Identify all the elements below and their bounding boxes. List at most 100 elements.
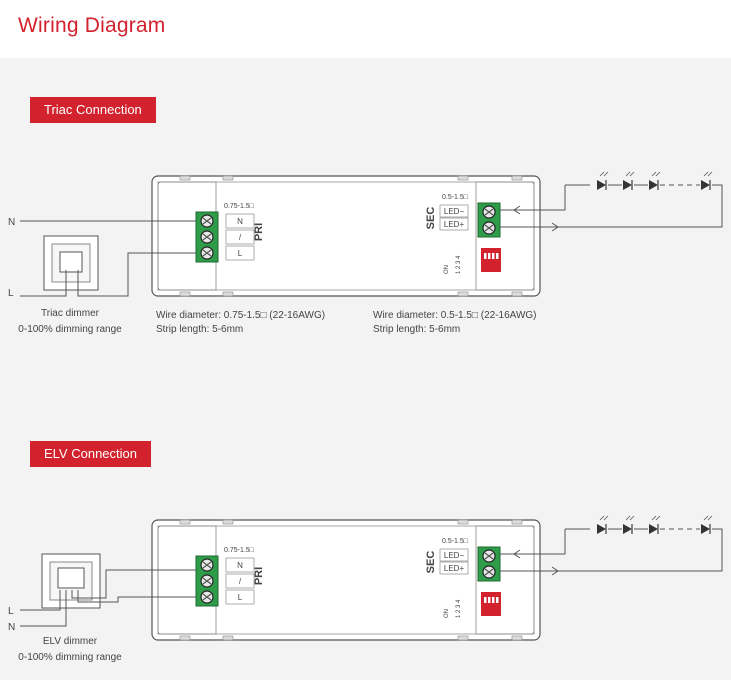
pri-terminal-label: N: [237, 217, 243, 226]
mounting-tab: [179, 635, 191, 641]
led-ray: [625, 171, 631, 177]
dimmer-knob: [59, 251, 83, 273]
mounting-tab: [511, 519, 523, 525]
dip-toggle: [488, 253, 491, 259]
sec-range-label: 0.5-1.5□: [442, 538, 469, 545]
led-ray: [703, 515, 709, 521]
pri-terminal-cell: [225, 245, 255, 261]
triac-dimmer-name: Triac dimmer: [41, 308, 100, 319]
elv-dimmer-range: 0-100% dimming range: [18, 652, 122, 663]
mounting-tab: [179, 519, 191, 525]
sec-terminal-cell: [439, 217, 469, 231]
dip-on-label: ON: [444, 609, 450, 618]
dip-numbers: 1 2 3 4: [456, 255, 462, 274]
wire-n-in: [20, 590, 67, 627]
mounting-tab: [511, 175, 523, 181]
input-label-n: N: [8, 622, 15, 633]
pri-terminal-block: [195, 555, 219, 607]
pri-terminal-cell: [225, 573, 255, 589]
led-ray: [651, 515, 657, 521]
dip-toggle: [484, 597, 487, 603]
input-label-l: L: [8, 288, 14, 299]
led-triangle: [701, 180, 710, 190]
led-string: [500, 171, 723, 232]
mounting-tab: [179, 175, 191, 181]
led-ray: [603, 171, 609, 177]
screw-slot: [202, 249, 212, 257]
pri-label: PRI: [253, 567, 265, 585]
pri-terminal-cell: [225, 557, 255, 573]
pri-terminal-cell: [225, 229, 255, 245]
screw-slot: [484, 224, 494, 232]
dip-toggle: [484, 253, 487, 259]
elv-dimmer-name: ELV dimmer: [43, 636, 98, 647]
mounting-tab: [511, 291, 523, 297]
mounting-tab: [511, 635, 523, 641]
wire-led-minus: [500, 529, 566, 555]
pri-terminal-label: L: [238, 593, 243, 602]
screw-slot: [484, 552, 494, 560]
led-triangle: [649, 180, 658, 190]
led-icon: [623, 515, 635, 534]
led-ray: [629, 171, 635, 177]
sec-wire-strip: Strip length: 5-6mm: [373, 324, 460, 335]
pri-terminal-label: L: [238, 249, 243, 258]
sec-end-cap: [475, 525, 535, 635]
wire-n-out: [71, 569, 196, 599]
led-ray: [629, 515, 635, 521]
led-icon: [623, 171, 635, 190]
pri-terminal-cell: [225, 213, 255, 229]
mounting-tab: [457, 175, 469, 181]
mounting-tab: [457, 635, 469, 641]
pri-wire-strip: Strip length: 5-6mm: [156, 324, 243, 335]
arrow-icon: [551, 566, 559, 576]
pri-terminal-block: [195, 211, 219, 263]
pri-terminal-label: /: [239, 577, 242, 586]
pri-terminal-label: N: [237, 561, 243, 570]
pri-terminal-label: /: [239, 233, 242, 242]
led-icon: [597, 171, 609, 190]
led-ray: [625, 515, 631, 521]
triac-dimmer-range: 0-100% dimming range: [18, 324, 122, 335]
pri-range-label: 0.75-1.5□: [224, 203, 255, 210]
header-bar: Wiring Diagram: [0, 0, 731, 58]
sec-terminal-label: LED−: [444, 551, 465, 560]
dip-body: [481, 248, 501, 272]
mounting-tab: [222, 519, 234, 525]
wire-l-out: [77, 590, 196, 603]
dimmer-knob: [57, 567, 85, 589]
led-triangle: [597, 180, 606, 190]
dip-body: [481, 592, 501, 616]
sec-wire-diameter: Wire diameter: 0.5-1.5□ (22-16AWG): [373, 310, 537, 321]
triac-dimmer: [43, 235, 99, 291]
wire-l-in: [20, 590, 61, 611]
led-ray: [599, 171, 605, 177]
page-title: Wiring Diagram: [18, 14, 166, 37]
dip-toggle: [492, 253, 495, 259]
led-ray: [655, 171, 661, 177]
sec-terminal-cell: [439, 204, 469, 218]
screw-slot: [484, 568, 494, 576]
sec-range-label: 0.5-1.5□: [442, 194, 469, 201]
pri-range-label: 0.75-1.5□: [224, 547, 255, 554]
wire-l-out: [77, 252, 196, 297]
pri-wire-diameter: Wire diameter: 0.75-1.5□ (22-16AWG): [156, 310, 325, 321]
led-triangle: [623, 524, 632, 534]
arrow-icon: [513, 205, 521, 215]
led-icon: [649, 171, 661, 190]
dip-numbers: 1 2 3 4: [456, 599, 462, 618]
led-ray: [603, 515, 609, 521]
sec-terminal-label: LED+: [444, 220, 465, 229]
wire-led-plus: [500, 184, 723, 228]
mounting-tab: [179, 291, 191, 297]
pri-terminal-cell: [225, 589, 255, 605]
led-ray: [655, 515, 661, 521]
input-label-l: L: [8, 606, 14, 617]
dip-toggle: [496, 253, 499, 259]
dip-toggle: [496, 597, 499, 603]
wire-l-in: [20, 270, 67, 297]
dip-toggle: [488, 597, 491, 603]
